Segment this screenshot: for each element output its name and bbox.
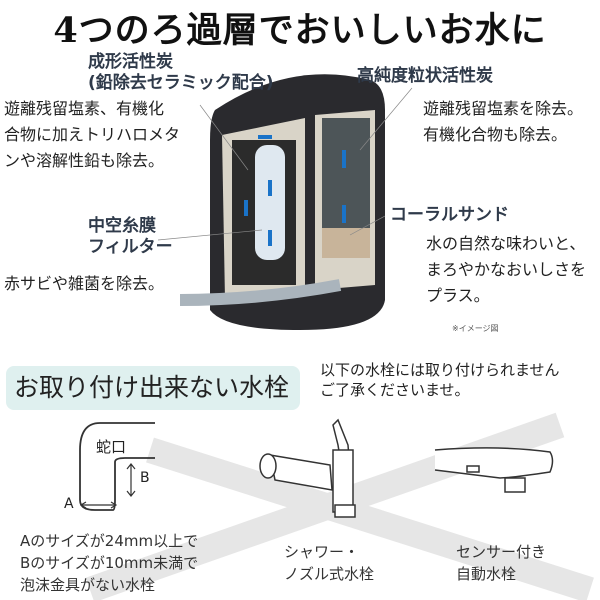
sensor-faucet-icon bbox=[434, 447, 554, 493]
desc-line: 水の自然な味わいと、 bbox=[426, 234, 586, 253]
caption-size-faucet: Aのサイズが24mm以上で Bのサイズが10mm未満で 泡沫金具がない水栓 bbox=[20, 530, 198, 596]
faucet-spout-icon bbox=[79, 422, 155, 511]
label-line: 中空糸膜 bbox=[88, 216, 156, 236]
caption-line: 自動水栓 bbox=[456, 565, 517, 583]
caption-sensor-faucet: センサー付き 自動水栓 bbox=[456, 541, 546, 585]
shower-faucet-icon bbox=[259, 418, 356, 518]
molded-carbon-desc: 遊離残留塩素、有機化 合物に加えトリハロメタ ンや溶解性鉛も除去。 bbox=[4, 96, 180, 174]
hollow-fiber-desc: 赤サビや雑菌を除去。 bbox=[4, 274, 165, 293]
caption-line: Bのサイズが10mm未満で bbox=[20, 554, 199, 572]
desc-line: 遊離残留塩素を除去。 bbox=[423, 99, 584, 118]
water-flow-arrows bbox=[244, 135, 346, 246]
label-line: フィルター bbox=[88, 237, 173, 257]
caption-line: ノズル式水栓 bbox=[284, 565, 375, 583]
caption-line: Aのサイズが24mm以上で bbox=[20, 532, 199, 550]
desc-line: 遊離残留塩素、有機化 bbox=[4, 99, 165, 118]
image-note: ※イメージ図 bbox=[452, 324, 499, 333]
caption-shower-faucet: シャワー・ ノズル式水栓 bbox=[284, 541, 374, 585]
faucet-label: 蛇口 bbox=[96, 438, 127, 456]
page-title: 4つのろ過層でおいしいお水に bbox=[53, 10, 547, 51]
notice-line: ご了承くださいませ。 bbox=[320, 381, 470, 399]
granular-carbon-label: 高純度粒状活性炭 bbox=[357, 66, 493, 86]
coral-sand-label: コーラルサンド bbox=[390, 205, 509, 225]
notice-line: 以下の水栓には取り付けられません bbox=[320, 361, 560, 379]
coral-sand-desc: 水の自然な味わいと、 まろやかなおいしさを プラス。 bbox=[426, 231, 586, 309]
label-line: 成形活性炭 bbox=[88, 52, 173, 72]
incompatible-notice: 以下の水栓には取り付けられません ご了承くださいませ。 bbox=[320, 360, 560, 400]
molded-carbon-label: 成形活性炭 (鉛除去セラミック配合) bbox=[88, 52, 274, 94]
dimension-arrows bbox=[79, 463, 136, 509]
desc-line: まろやかなおいしさを bbox=[426, 260, 587, 279]
caption-line: 泡沫金具がない水栓 bbox=[20, 576, 156, 594]
dim-a-label: A bbox=[64, 496, 74, 512]
hollow-fiber-label: 中空糸膜 フィルター bbox=[88, 216, 173, 258]
caption-line: センサー付き bbox=[456, 543, 547, 561]
dim-b-label: B bbox=[140, 470, 150, 486]
desc-line: 有機化合物も除去。 bbox=[423, 125, 568, 144]
desc-line: ンや溶解性鉛も除去。 bbox=[4, 151, 165, 170]
incompatible-heading: お取り付け出来ない水栓 bbox=[6, 366, 300, 410]
granular-carbon-desc: 遊離残留塩素を除去。 有機化合物も除去。 bbox=[423, 96, 583, 148]
desc-line: プラス。 bbox=[426, 286, 490, 305]
caption-line: シャワー・ bbox=[284, 543, 360, 561]
label-line: (鉛除去セラミック配合) bbox=[88, 73, 274, 93]
desc-line: 合物に加えトリハロメタ bbox=[4, 125, 181, 144]
